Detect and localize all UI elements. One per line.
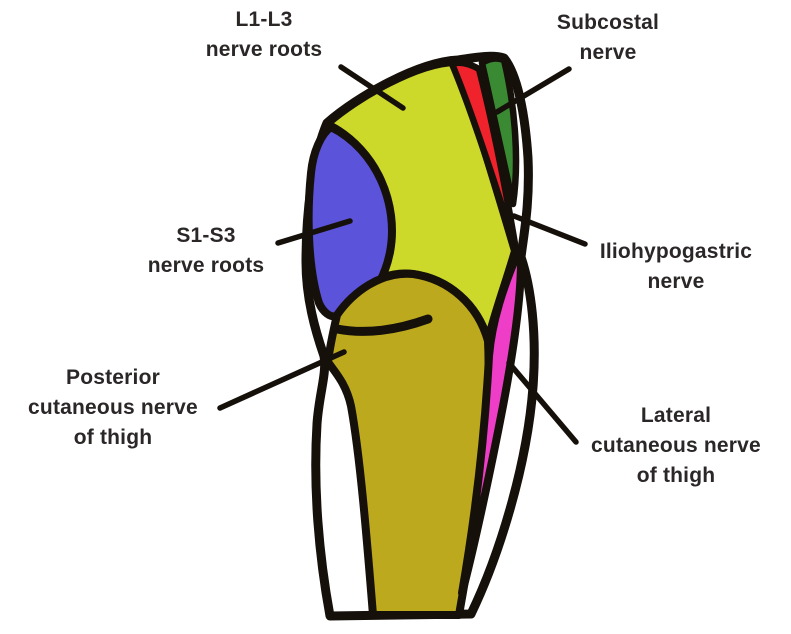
label-line: of thigh [636,464,716,487]
label-line: L1-L3 [235,8,293,31]
pointer-line-iliohypogastric [511,213,588,247]
pointer-line-lateral-cutaneous [506,360,579,445]
label-line: cutaneous nerve [28,396,198,419]
label-subcostal-nerve: Subcostal nerve [508,8,708,68]
label-line: Subcostal [556,11,660,34]
label-posterior-cutaneous-nerve: Posterior cutaneous nerve of thigh [3,363,223,453]
gluteal-crease-line [332,314,433,336]
label-lateral-cutaneous-nerve: Lateral cutaneous nerve of thigh [556,401,791,491]
pointer-line-l1-l3 [338,64,406,111]
label-l1-l3-nerve-roots: L1-L3 nerve roots [164,5,364,65]
label-line: cutaneous nerve [591,434,761,457]
pointer-line-posterior-cutaneous [217,349,347,411]
label-line: Posterior [66,366,160,389]
label-line: nerve [579,41,637,64]
label-line: of thigh [73,426,153,449]
label-s1-s3-nerve-roots: S1-S3 nerve roots [106,221,306,281]
label-line: nerve roots [147,254,265,277]
pointer-line-subcostal [494,66,572,115]
pointer-line-s1-s3 [275,218,353,246]
label-iliohypogastric-nerve: Iliohypogastric nerve [556,237,791,297]
label-line: nerve [647,270,705,293]
label-line: Lateral [640,404,712,427]
region-iliohypogastric [448,59,520,254]
label-line: Iliohypogastric [599,240,753,263]
region-subcostal [478,55,520,208]
region-lateral-cutaneous [458,252,525,597]
label-line: S1-S3 [176,224,236,247]
label-line: nerve roots [205,38,323,61]
